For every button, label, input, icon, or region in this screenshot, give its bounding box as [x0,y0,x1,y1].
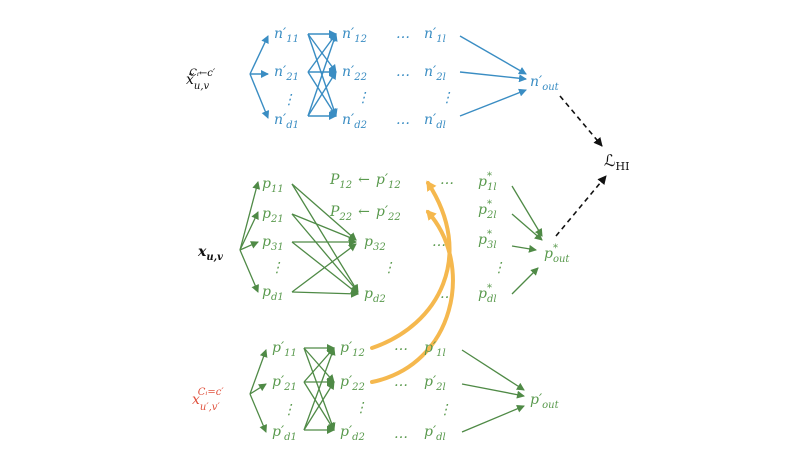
node-n1l: n′1l [424,26,446,45]
node-p11-prime: p′11 [272,340,297,359]
edge [249,73,270,119]
blue-edges [249,30,527,120]
node-n12: n′12 [342,26,367,45]
node-n-out: n′out [530,74,560,93]
loss-hi-label: ℒHI [604,151,629,173]
assign-P22: P22←p′22 [329,204,401,223]
node-p22-prime: p′22 [340,374,365,393]
node-p1l-star: p*1l [478,171,497,193]
ellipsis: … [394,426,408,442]
node-p3l-star: p*3l [478,229,497,251]
node-p12-prime: p′12 [340,340,365,359]
bottom-input-label: xu′,v′Cᵢ=c′ [192,387,224,413]
vdots: ⋮ [440,90,454,106]
vdots: ⋮ [270,260,284,276]
bottom-edges [249,344,525,434]
node-p-out-prime: p′out [530,392,560,411]
vdots: ⋮ [492,260,506,276]
node-pdl-star: p*dl [478,283,497,305]
orange-arrow-p22 [370,209,455,384]
node-ndl: n′dl [424,112,446,131]
middle-labels: xu,v p11 p21 p31 ⋮ pd1 P12←p′12 P22←p′22… [197,171,570,305]
node-p2l-star: p*2l [478,199,497,221]
bottom-dense-connections [303,344,336,434]
node-p2l-prime: p′2l [424,374,446,393]
middle-edges [239,181,543,298]
vdots: ⋮ [282,402,296,418]
node-pd2: pd2 [364,286,386,305]
node-p21: p21 [262,206,284,225]
node-n22: n′22 [342,64,367,83]
node-p1l-prime: p′1l [424,340,446,359]
node-p32: p32 [364,234,386,253]
ellipsis: … [396,26,410,42]
ellipsis: … [440,172,454,188]
node-pd1-prime: p′d1 [272,424,297,443]
vdots: ⋮ [354,400,368,416]
assign-P12: P12←p′12 [329,172,401,191]
node-n11: n′11 [274,26,299,45]
bottom-labels: xu′,v′Cᵢ=c′ p′11 p′21 ⋮ p′d1 p′12 p′22 ⋮… [192,338,560,443]
middle-dense-connections [291,183,359,298]
orange-arrow-p12 [370,180,452,350]
blue-labels: x̃u,vCᵢ←c′ n′11 n′21 ⋮ n′d1 n′12 n′22 ⋮ … [186,26,560,131]
node-pd1: pd1 [262,284,284,303]
node-p-out-star: p*out [544,243,570,265]
node-pd2-prime: p′d2 [340,424,365,443]
node-n21: n′21 [274,64,299,83]
node-pdl-prime: p′dl [424,424,446,443]
node-p21-prime: p′21 [272,374,297,393]
node-nd1: n′d1 [274,112,299,131]
ellipsis: … [396,64,410,80]
blue-dense-connections [307,30,338,120]
vdots: ⋮ [382,260,396,276]
node-nd2: n′d2 [342,112,367,131]
vdots: ⋮ [356,90,370,106]
dashed-arrow-green-to-loss [555,175,607,237]
vdots: ⋮ [438,402,452,418]
dashed-arrow-blue-to-loss [559,95,603,147]
node-n2l: n′2l [424,64,446,83]
ellipsis: … [394,338,408,354]
vdots: ⋮ [282,92,296,108]
edge [249,35,269,75]
blue-input-label: x̃u,vCᵢ←c′ [186,68,216,92]
ellipsis: … [394,374,408,390]
node-p31: p31 [262,234,284,253]
ellipsis: … [396,112,410,128]
node-p11: p11 [262,176,284,195]
middle-input-label: xu,v [197,244,223,263]
